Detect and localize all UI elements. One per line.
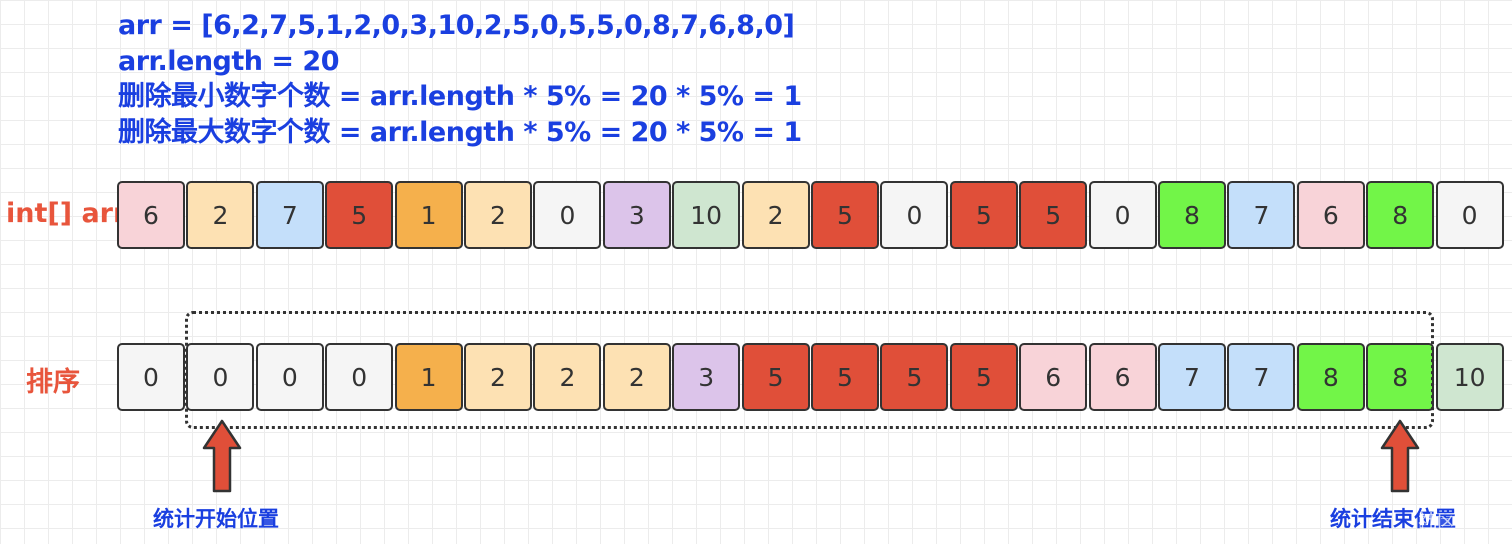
sorted-cell: 2 (533, 343, 602, 411)
sorted-cell: 5 (949, 343, 1018, 411)
up-arrow-icon (1380, 419, 1420, 493)
sorted-cell: 8 (1366, 343, 1435, 411)
array-cell: 6 (117, 181, 185, 249)
row-label-sorted: 排序 (26, 367, 80, 398)
sorted-cell: 7 (1227, 343, 1296, 411)
array-cell: 8 (1366, 181, 1435, 249)
sorted-cell: 6 (1019, 343, 1088, 411)
formula-notes: arr = [6,2,7,5,1,2,0,3,10,2,5,0,5,5,0,8,… (118, 8, 802, 150)
caption-end-position: 统计结束位置 (1330, 507, 1456, 531)
note-array: arr = [6,2,7,5,1,2,0,3,10,2,5,0,5,5,0,8,… (118, 10, 795, 41)
sorted-cell: 3 (672, 343, 741, 411)
array-cell: 10 (672, 181, 741, 249)
sorted-cell: 1 (394, 343, 463, 411)
array-cell: 2 (464, 181, 532, 249)
array-cell: 3 (602, 181, 671, 249)
row-label-arr: int[] arr (6, 198, 127, 229)
watermark: 社区 (1418, 512, 1457, 533)
caption-start-position: 统计开始位置 (153, 507, 279, 531)
note-remove-min: 删除最小数字个数 = arr.length * 5% = 20 * 5% = 1 (118, 81, 802, 112)
sorted-cell: 0 (117, 343, 185, 411)
statistics-range-frame (185, 311, 1434, 429)
array-cell: 0 (1088, 181, 1157, 249)
array-cell: 2 (186, 181, 255, 249)
array-cell: 0 (533, 181, 602, 249)
array-cell: 5 (811, 181, 879, 249)
sorted-cell: 2 (602, 343, 671, 411)
sorted-cell: 5 (811, 343, 879, 411)
sorted-cell: 2 (464, 343, 532, 411)
sorted-cell: 0 (325, 343, 394, 411)
array-cell: 7 (255, 181, 324, 249)
up-arrow-icon (202, 419, 242, 493)
sorted-cell: 8 (1296, 343, 1365, 411)
array-cell: 2 (741, 181, 810, 249)
note-remove-max: 删除最大数字个数 = arr.length * 5% = 20 * 5% = 1 (118, 116, 802, 148)
array-cell: 6 (1296, 181, 1365, 249)
sorted-cell: 5 (880, 343, 949, 411)
sorted-cell: 0 (255, 343, 324, 411)
array-cell: 8 (1158, 181, 1226, 249)
sorted-cell: 5 (741, 343, 810, 411)
array-cell: 7 (1227, 181, 1296, 249)
array-cell: 5 (949, 181, 1018, 249)
array-cell: 5 (325, 181, 394, 249)
sorted-cell: 6 (1088, 343, 1157, 411)
array-cell: 0 (880, 181, 949, 249)
note-length: arr.length = 20 (118, 45, 339, 77)
array-cell: 1 (394, 181, 463, 249)
array-cell: 5 (1019, 181, 1088, 249)
array-cell: 0 (1435, 181, 1504, 249)
sorted-cell: 7 (1158, 343, 1226, 411)
sorted-cell: 10 (1435, 343, 1504, 411)
